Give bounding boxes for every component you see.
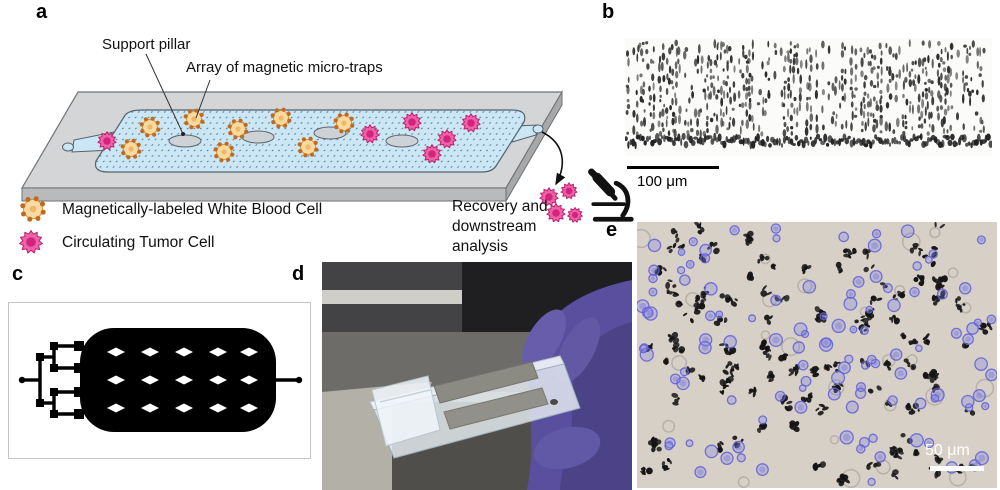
recovered-tumor-cells	[539, 182, 583, 223]
recovery-label: Recovery and downstream analysis	[452, 198, 548, 256]
glove-finger-2	[555, 317, 601, 383]
wbc-cell-icon	[270, 107, 292, 129]
wbc-cell-icon	[183, 108, 205, 130]
chip-side-face	[505, 90, 563, 203]
ctc-cell-icon	[461, 113, 481, 133]
support-pillar-pointer-line	[145, 53, 184, 135]
support-pillars	[168, 126, 419, 148]
inlet-port-dot	[18, 376, 26, 384]
array-pointer-line	[195, 79, 211, 119]
panel-label-e: e	[606, 219, 618, 241]
support-pillar-pointer-dot	[181, 132, 185, 136]
wbc-cell-icon	[297, 136, 319, 158]
ctc-cell-icon	[560, 182, 578, 200]
glove-finger-1	[522, 309, 566, 371]
wbc-cell-icon	[120, 138, 142, 160]
channel-junction-pads	[36, 341, 84, 419]
recovery-arrow	[541, 131, 566, 186]
panel-label-b: b	[602, 1, 615, 23]
micrograph-b-background	[625, 38, 992, 156]
manifold-edge-line	[379, 389, 431, 403]
ctc-cell-icon	[360, 124, 380, 144]
wbc-cell-icon	[20, 196, 46, 222]
wbc-cell-icon	[227, 118, 249, 140]
support-pillar-label: Support pillar	[102, 36, 191, 53]
ctc-cell-icon	[422, 144, 442, 164]
legend-icons	[19, 196, 46, 254]
panel-label-c: c	[12, 263, 24, 285]
outlet-port-dot	[295, 376, 303, 384]
legend-ctc-label: Circulating Tumor Cell	[62, 234, 215, 251]
glove-thumb	[533, 426, 601, 470]
chip-front-face	[21, 187, 507, 202]
chip-inlet-port	[62, 142, 74, 152]
device-manifold-block	[371, 375, 441, 447]
scale-bar-b	[627, 166, 719, 169]
panel-c-chip-layout	[8, 302, 311, 459]
panel-e-micrograph	[637, 222, 997, 488]
photo-bright-strip	[322, 290, 462, 304]
wbc-cell-icon	[139, 116, 161, 138]
pillar-diamond-marks	[107, 347, 258, 413]
panel-label-d: d	[292, 263, 305, 285]
ctc-cell-icon	[437, 129, 457, 149]
device-metal-strip-2	[443, 387, 549, 430]
device-port-dot	[550, 399, 558, 405]
array-label: Array of magnetic micro-traps	[186, 59, 383, 76]
panel-d-device-photo	[322, 262, 632, 490]
micrograph-e-background	[637, 222, 997, 488]
chip-outlet-port	[532, 124, 544, 134]
ctc-cell-icon	[567, 207, 583, 223]
panel-label-a: a	[36, 1, 48, 23]
ctc-cell-icon	[97, 131, 117, 151]
ctc-cell-icon	[19, 230, 43, 254]
wbc-cell-icon	[213, 141, 235, 163]
panel-a-chip-schematic	[19, 53, 634, 254]
scale-bar-b-label: 100 μm	[637, 173, 688, 190]
scale-bar-e-label: 50 μm	[925, 442, 970, 459]
legend-wbc-label: Magnetically-labeled White Blood Cell	[62, 201, 323, 218]
ctc-cell-icon	[546, 203, 566, 223]
panel-b-micrograph	[625, 38, 992, 156]
scale-bar-e	[930, 466, 984, 471]
cells-in-channel	[97, 107, 481, 164]
wbc-cell-icon	[333, 112, 355, 134]
microscope-icon	[588, 168, 634, 222]
device-metal-strip-1	[433, 361, 539, 404]
ctc-cell-icon	[402, 112, 422, 132]
ctc-cell-icon	[539, 187, 559, 207]
